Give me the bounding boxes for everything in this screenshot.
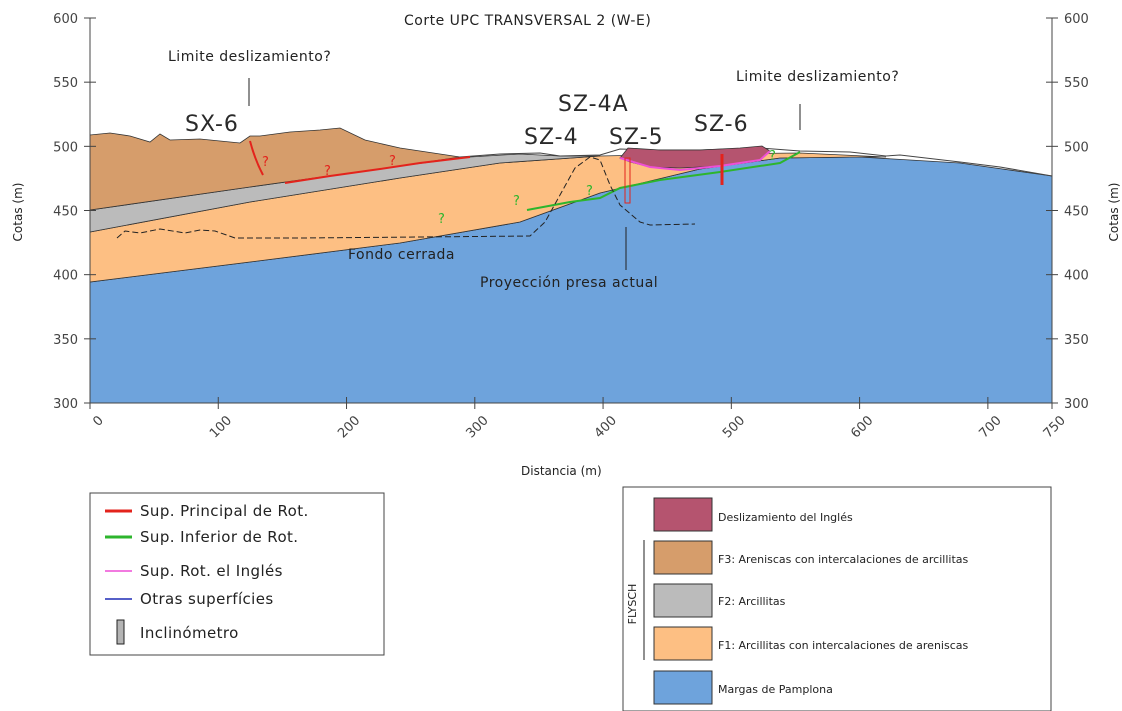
legend-inferior: Sup. Inferior de Rot. [140, 528, 298, 546]
legend-f2: F2: Arcillitas [718, 595, 786, 608]
inclinometer-icon [116, 619, 125, 645]
legend-left-box [89, 492, 385, 656]
y-tick-label-left: 350 [53, 333, 78, 348]
inclinometer-sz5 [624, 157, 631, 204]
x-tick-label: 750 [1041, 413, 1069, 441]
x-tick-label: 100 [207, 413, 235, 441]
x-tick-label: 600 [848, 413, 876, 441]
x-tick-label: 700 [977, 413, 1005, 441]
surface-principal [249, 140, 471, 184]
legend-right-items: Deslizamiento del Inglés F3: Areniscas c… [626, 497, 968, 705]
q-green-2: ? [513, 194, 520, 209]
y-tick-label-right: 500 [1064, 140, 1089, 155]
flysch-label: FLYSCH [626, 584, 639, 625]
legend-left-items: Sup. Principal de Rot. Sup. Inferior de … [105, 502, 309, 645]
x-tick-label: 300 [463, 413, 491, 441]
legend-otras: Otras superfícies [140, 590, 274, 608]
y-tick-label-right: 550 [1064, 76, 1089, 91]
y-tick-label-left: 450 [53, 205, 78, 220]
y-tick-label-left: 550 [53, 76, 78, 91]
chart-title: Corte UPC TRANSVERSAL 2 (W-E) [404, 13, 651, 29]
legend-principal: Sup. Principal de Rot. [140, 502, 309, 520]
question-marks: ? ? ? ? ? ? ? [262, 149, 776, 227]
y-axis-label-left: Cotas (m) [11, 183, 25, 242]
x-axis-ticks: 0 100 200 300 400 500 600 700 750 [89, 397, 1069, 441]
q-green-4: ? [769, 149, 776, 164]
legend-margas: Margas de Pamplona [718, 683, 833, 696]
fondo-cerrada-line [116, 156, 696, 239]
surface-ingles [619, 150, 771, 172]
sx6-label: SX-6 [185, 112, 239, 137]
legend-ingles-surface: Sup. Rot. el Inglés [140, 562, 283, 580]
legend-deslizamiento: Deslizamiento del Inglés [718, 511, 853, 524]
q-red-2: ? [324, 164, 331, 179]
y-axis-label-right: Cotas (m) [1107, 183, 1121, 242]
y-tick-label-left: 600 [53, 12, 78, 27]
surface-inferior [526, 151, 801, 211]
y-tick-label-right: 400 [1064, 269, 1089, 284]
q-green-1: ? [438, 212, 445, 227]
sz6-label: SZ-6 [694, 112, 749, 137]
legend-f1: F1: Arcillitas con intercalaciones de ar… [718, 639, 968, 652]
x-tick-label: 0 [90, 413, 106, 429]
q-green-3: ? [586, 184, 593, 199]
sz5-label: SZ-5 [609, 125, 664, 150]
legend-f3: F3: Areniscas con intercalaciones de arc… [718, 553, 968, 566]
q-red-3: ? [389, 154, 396, 169]
y-tick-label-left: 300 [53, 397, 78, 412]
x-axis-label: Distancia (m) [521, 464, 602, 478]
y-tick-label-right: 300 [1064, 397, 1089, 412]
limite-right-label: Limite deslizamiento? [736, 69, 899, 85]
y-axis-ticks: 300 300 350 350 400 400 450 450 500 500 550 550 600 6… [53, 12, 1089, 412]
presa-label: Proyección presa actual [480, 275, 658, 291]
x-tick-label: 400 [592, 413, 620, 441]
sz4-label: SZ-4 [524, 125, 579, 150]
x-tick-label: 500 [720, 413, 748, 441]
q-red-1: ? [262, 155, 269, 170]
y-tick-label-right: 600 [1064, 12, 1089, 27]
sz4a-label: SZ-4A [558, 92, 629, 117]
limite-left-label: Limite deslizamiento? [168, 49, 331, 65]
x-tick-label: 200 [335, 413, 363, 441]
fondo-cerrada-label: Fondo cerrada [348, 247, 455, 263]
y-tick-label-left: 500 [53, 140, 78, 155]
y-tick-label-right: 450 [1064, 205, 1089, 220]
y-tick-label-right: 350 [1064, 333, 1089, 348]
legend-inclinometro: Inclinómetro [140, 624, 239, 642]
y-tick-label-left: 400 [53, 269, 78, 284]
